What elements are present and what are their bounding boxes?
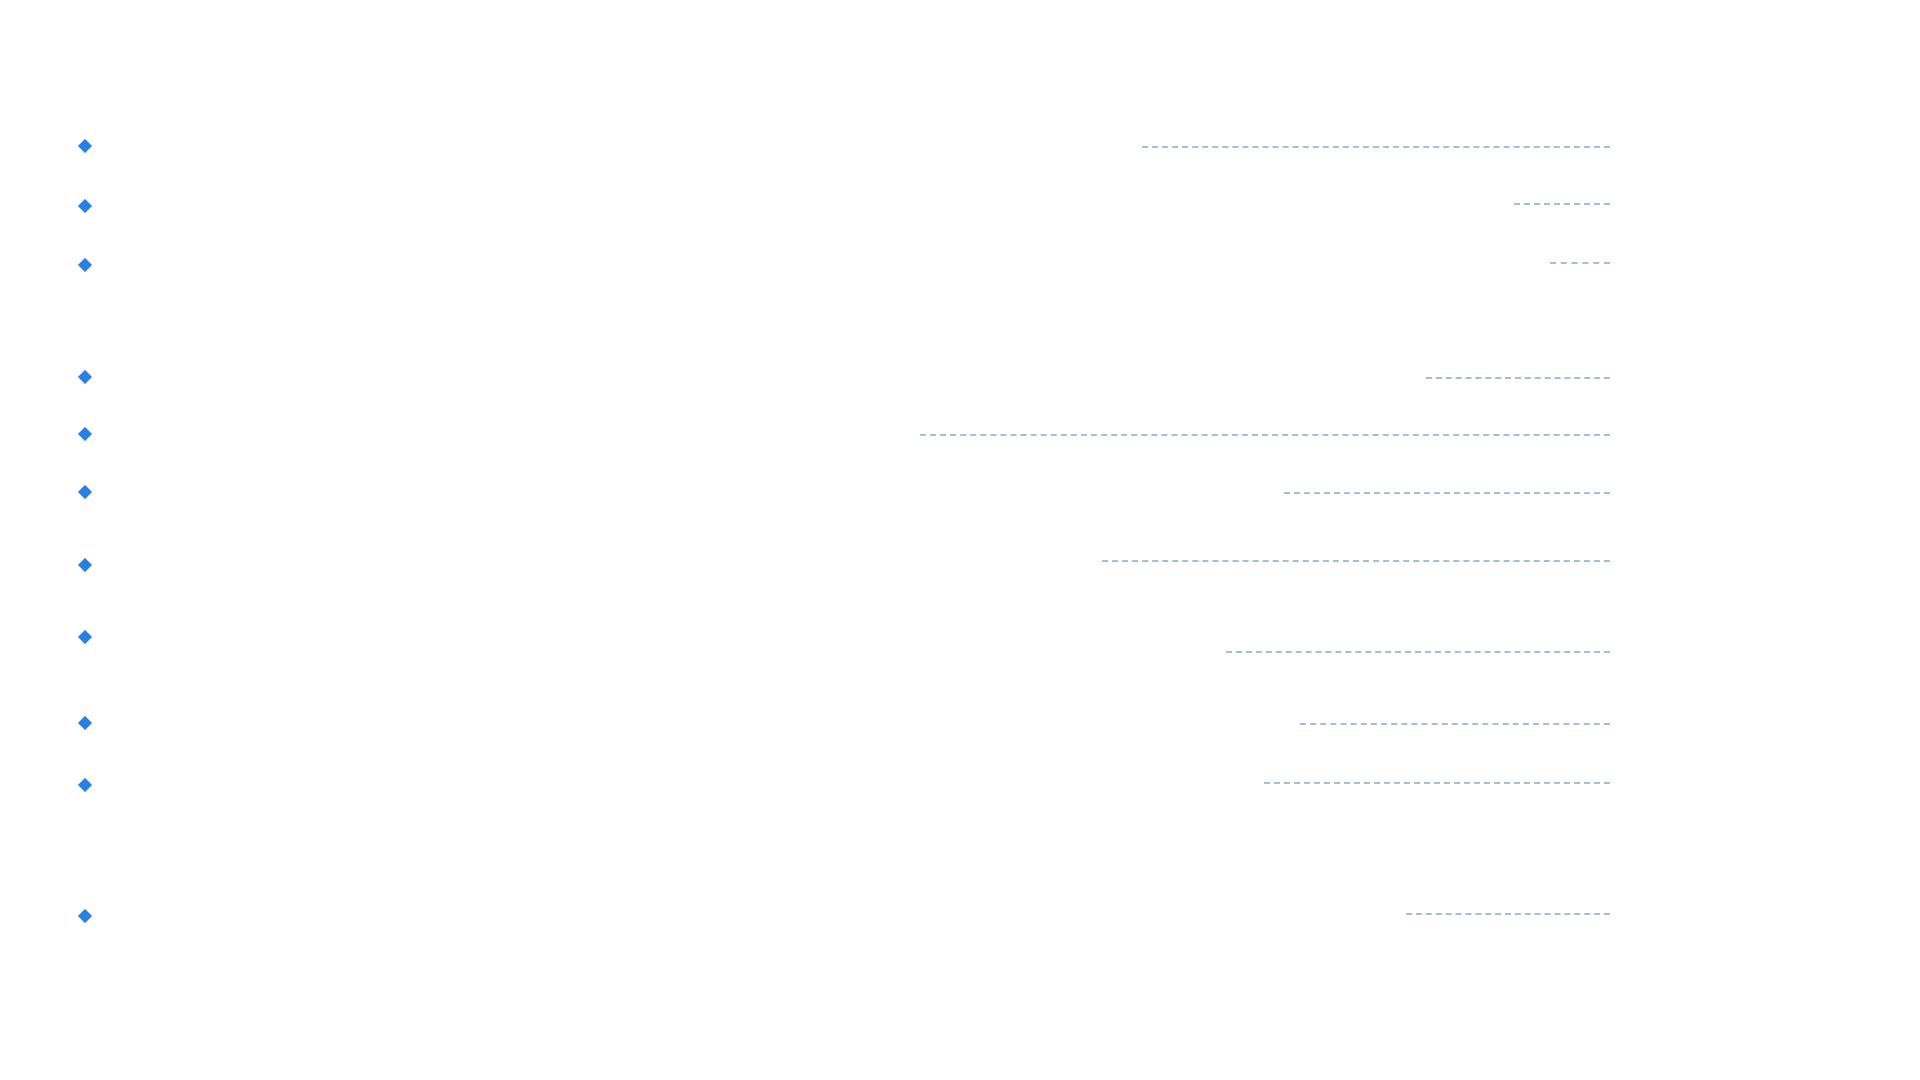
diamond-bullet-icon <box>77 426 93 442</box>
leader-line <box>1142 146 1610 148</box>
leader-line <box>1264 782 1610 784</box>
diamond-bullet-icon <box>77 484 93 500</box>
leader-line <box>1426 377 1610 379</box>
leader-line <box>1284 492 1610 494</box>
leader-line <box>920 434 1610 436</box>
diamond-bullet-icon <box>77 908 93 924</box>
diamond-bullet-icon <box>77 715 93 731</box>
leader-line <box>1406 913 1610 915</box>
diamond-bullet-icon <box>77 557 93 573</box>
leader-line <box>1102 560 1610 562</box>
diamond-bullet-icon <box>77 629 93 645</box>
leader-line <box>1514 203 1610 205</box>
leader-line <box>1550 262 1610 264</box>
diamond-bullet-icon <box>77 777 93 793</box>
diamond-bullet-icon <box>77 257 93 273</box>
leader-line <box>1300 723 1610 725</box>
diamond-bullet-icon <box>77 369 93 385</box>
leader-line <box>1226 651 1610 653</box>
diamond-bullet-icon <box>77 138 93 154</box>
diamond-bullet-icon <box>77 198 93 214</box>
